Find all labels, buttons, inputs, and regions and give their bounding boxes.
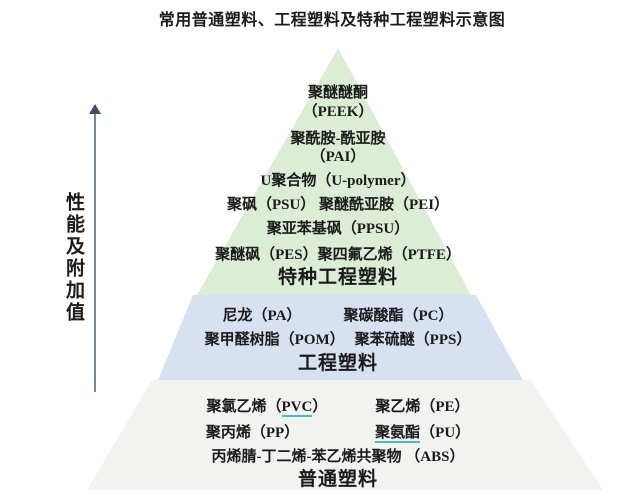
item-pom: 聚甲醛树脂（POM） xyxy=(204,332,345,348)
item-abs: 丙烯腈-丁二烯-苯乙烯共聚物 （ABS） xyxy=(211,449,465,465)
tier-common-shape xyxy=(87,380,603,490)
row-pom-pps: 聚甲醛树脂（POM） 聚苯硫醚（PPS） xyxy=(88,330,588,350)
item-ppsu: 聚亚苯基砜（PPSU） xyxy=(266,221,410,237)
item-pps: 聚苯硫醚（PPS） xyxy=(354,332,472,348)
item-pes-ptfe: 聚醚砜（PES）聚四氟乙烯（PTFE） xyxy=(215,247,461,263)
item-u-polymer: U聚合物（U-polymer） xyxy=(260,173,416,189)
item-pa: 尼龙（PA） xyxy=(222,308,302,324)
item-peek-abbr: （PEEK） xyxy=(302,104,374,120)
up-arrow-icon xyxy=(89,104,101,114)
item-pai-abbr: （PAI） xyxy=(310,149,366,165)
value-axis-label: 性能及附加值 xyxy=(63,192,84,324)
item-peek-name: 聚醚醚酮 xyxy=(307,85,368,101)
item-psu-pei: 聚砜（PSU） 聚醚酰亚胺（PEI） xyxy=(226,197,450,213)
item-pe: 聚乙烯（PE） xyxy=(375,399,470,415)
diagram-title: 常用普通塑料、工程塑料及特种工程塑料示意图 xyxy=(158,12,506,29)
item-pai-name: 聚酰胺-酰亚胺 xyxy=(290,131,386,147)
value-axis-line xyxy=(94,113,96,392)
row-pvc-pe: 聚氯乙烯（PVC） 聚乙烯（PE） xyxy=(88,397,588,417)
tier-engineering-label: 工程塑料 xyxy=(297,353,378,374)
row-pa-pc: 尼龙（PA） 聚碳酸酯（PC） xyxy=(88,306,588,326)
tier-common-label: 普通塑料 xyxy=(297,469,378,490)
item-pvc: 聚氯乙烯（PVC） xyxy=(206,397,327,417)
pvc-suffix: ） xyxy=(312,399,328,415)
item-pu: 聚氨酯（PU） xyxy=(375,423,470,443)
pvc-prefix: 聚氯乙烯（ xyxy=(206,399,282,415)
pu-suffix: （PU） xyxy=(420,425,471,441)
pu-link[interactable]: 聚氨酯 xyxy=(375,425,421,443)
tier-engineering-shape xyxy=(158,295,523,380)
tier-special-label: 特种工程塑料 xyxy=(277,267,398,288)
item-pc: 聚碳酸酯（PC） xyxy=(343,308,454,324)
item-pp: 聚丙烯（PP） xyxy=(205,425,300,441)
pvc-link[interactable]: PVC xyxy=(281,399,313,417)
row-pp-pu: 聚丙烯（PP） 聚氨酯（PU） xyxy=(88,423,588,443)
